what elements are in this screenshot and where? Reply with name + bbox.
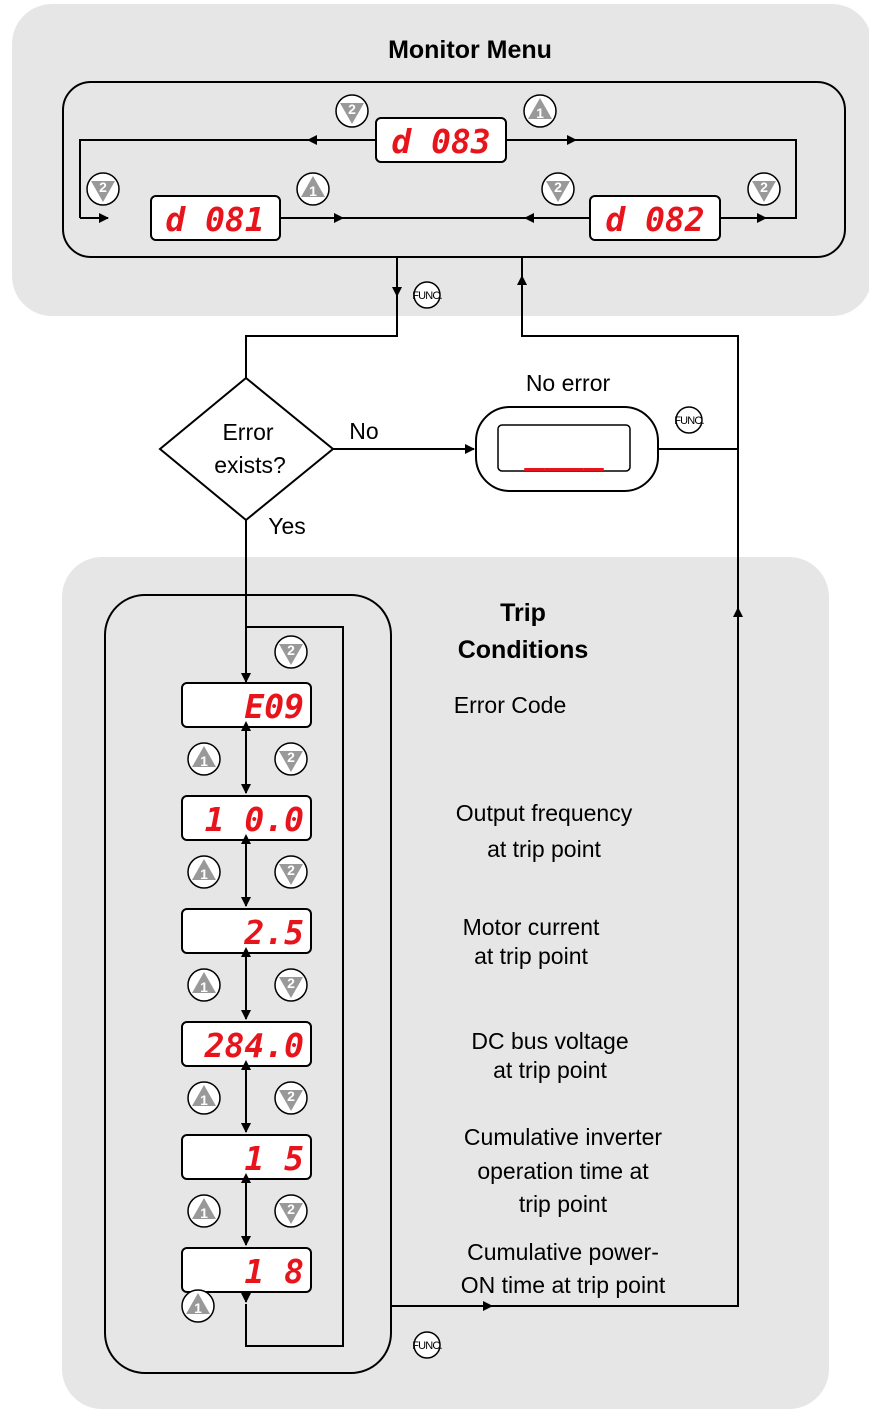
trip-description: Cumulative power- [467, 1239, 659, 1265]
trip-value-display: 1 0.0 [181, 795, 312, 841]
trip-description: Error Code [454, 692, 566, 718]
trip-description: Cumulative inverter [464, 1124, 662, 1150]
svg-text:2: 2 [348, 101, 356, 117]
svg-text:1: 1 [200, 979, 208, 995]
flow-lines [241, 257, 743, 1347]
trip-description: at trip point [487, 836, 601, 862]
up-key-icon: 1 [187, 1081, 221, 1115]
func-key-icon: FUNC. [412, 281, 443, 309]
down-key-icon: 2 [274, 742, 308, 776]
down-key-icon: 2 [274, 1081, 308, 1115]
svg-text:d 083: d 083 [391, 122, 490, 161]
no-branch-label: No [349, 418, 378, 444]
svg-text:1: 1 [200, 1092, 208, 1108]
up-key-icon: 1 [187, 1194, 221, 1228]
trip-condition-rows: E09 Error Code 1 2 1 0.0 Output frequency at t… [181, 682, 666, 1323]
svg-text:1: 1 [200, 866, 208, 882]
trip-value-display: E09 [181, 682, 312, 728]
trip-row: E09 Error Code 1 2 [181, 682, 566, 794]
svg-text:2: 2 [287, 749, 295, 765]
up-key-icon: 1 [187, 968, 221, 1002]
trip-value: 1 0.0 [205, 800, 304, 839]
down-key-icon: 2 [274, 968, 308, 1002]
trip-value: 284.0 [204, 1026, 304, 1065]
trip-description: at trip point [474, 943, 588, 969]
trip-description: operation time at [477, 1158, 649, 1184]
svg-text:Error: Error [222, 419, 273, 445]
trip-row: 284.0 DC bus voltage at trip point 1 2 [181, 1021, 629, 1133]
trip-value: 2.5 [243, 913, 304, 952]
svg-text:exists?: exists? [214, 452, 286, 478]
trip-row: 1 5 Cumulative inverter operation time at t… [181, 1124, 662, 1246]
svg-text:1: 1 [194, 1300, 202, 1316]
svg-text:2: 2 [287, 862, 295, 878]
up-key-icon: 1 [187, 742, 221, 776]
trip-description: trip point [519, 1191, 608, 1217]
down-key-icon: 2 [274, 855, 308, 889]
down-key-icon: 2 [274, 1194, 308, 1228]
no-error-label: No error [526, 370, 611, 396]
trip-description: Motor current [463, 914, 600, 940]
up-key-icon: 1 [296, 172, 330, 206]
trip-value-display: 284.0 [181, 1021, 312, 1067]
svg-text:____: ____ [524, 432, 604, 471]
trip-description: Output frequency [456, 800, 633, 826]
svg-text:d 082: d 082 [605, 200, 704, 239]
svg-text:2: 2 [99, 179, 107, 195]
trip-row: 1 8 Cumulative power- ON time at trip poin… [181, 1239, 666, 1323]
svg-text:FUNC.: FUNC. [674, 415, 704, 427]
svg-text:1: 1 [309, 183, 317, 199]
func-key-icon: FUNC. [412, 1331, 443, 1359]
trip-value-display: 1 8 [181, 1247, 312, 1293]
down-key-icon: 2 [274, 635, 308, 669]
trip-conditions-title-line2: Conditions [458, 636, 589, 664]
svg-text:FUNC.: FUNC. [412, 1340, 442, 1352]
trip-conditions-panel [62, 557, 829, 1409]
trip-value: 1 8 [244, 1252, 304, 1291]
trip-value: E09 [244, 687, 304, 726]
func-key-icon: FUNC. [674, 406, 705, 434]
up-key-icon: 1 [187, 855, 221, 889]
display-d082: d 082 [589, 195, 721, 241]
monitor-menu-frame [62, 81, 846, 258]
down-key-icon: 2 [86, 172, 120, 206]
svg-text:2: 2 [287, 975, 295, 991]
monitor-menu-title: Monitor Menu [388, 36, 552, 64]
svg-text:1: 1 [536, 105, 544, 121]
svg-text:2: 2 [287, 1201, 295, 1217]
trip-row: 1 0.0 Output frequency at trip point 1 2 [181, 795, 633, 907]
up-key-icon: 1 [523, 94, 557, 128]
svg-text:d 081: d 081 [165, 200, 264, 239]
trip-description: DC bus voltage [471, 1028, 628, 1054]
monitor-menu-loop [79, 135, 797, 223]
trip-value-display: 1 5 [181, 1134, 312, 1180]
trip-value-display: 2.5 [181, 908, 312, 954]
svg-text:2: 2 [554, 179, 562, 195]
display-d081: d 081 [150, 195, 281, 241]
no-error-display: ____ [475, 406, 659, 492]
svg-text:2: 2 [760, 179, 768, 195]
svg-text:2: 2 [287, 1088, 295, 1104]
display-d083: d 083 [375, 117, 507, 163]
down-key-icon: 2 [747, 172, 781, 206]
trip-row: 2.5 Motor current at trip point 1 2 [181, 908, 600, 1020]
error-exists-decision: Error exists? [158, 376, 335, 522]
down-key-icon: 2 [541, 172, 575, 206]
trip-value: 1 5 [244, 1139, 304, 1178]
trip-description: at trip point [493, 1057, 607, 1083]
trip-conditions-title-line1: Trip [500, 599, 546, 627]
trip-description: ON time at trip point [461, 1272, 666, 1298]
down-key-icon: 2 [335, 94, 369, 128]
svg-text:2: 2 [287, 642, 295, 658]
trip-history-frame [104, 594, 392, 1374]
svg-text:FUNC.: FUNC. [412, 290, 442, 302]
yes-branch-label: Yes [268, 513, 306, 539]
up-key-icon: 1 [181, 1289, 215, 1323]
svg-text:1: 1 [200, 753, 208, 769]
svg-text:1: 1 [200, 1205, 208, 1221]
